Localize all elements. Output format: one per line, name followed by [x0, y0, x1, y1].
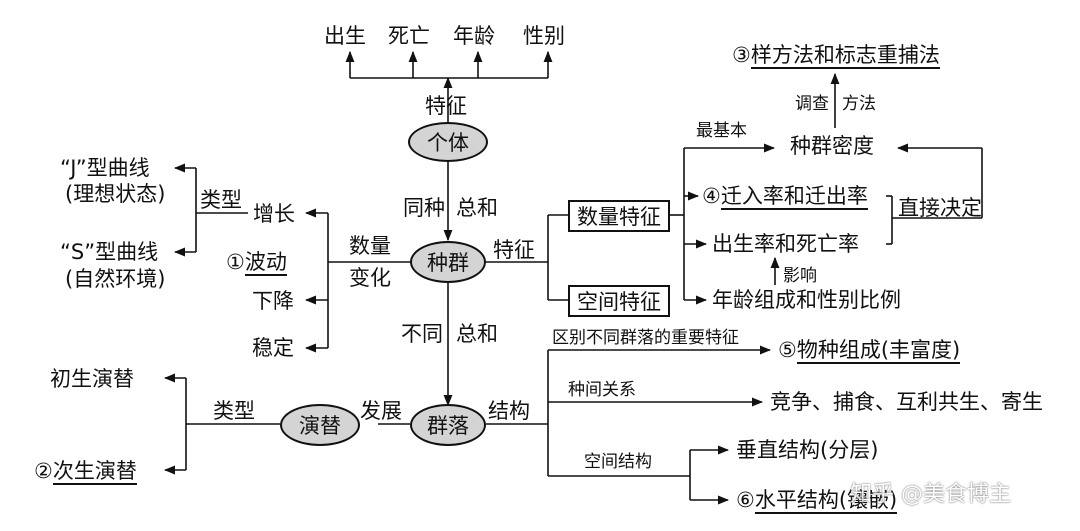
- label-feature-top: 特征: [425, 94, 467, 118]
- label-growth-type: 类型: [200, 188, 242, 212]
- box-quantity-feature: 数量特征: [568, 200, 670, 232]
- s-curve-note: (自然环境): [65, 267, 166, 291]
- label-structure: 结构: [488, 399, 530, 423]
- label-quantity: 数量: [349, 234, 391, 258]
- species-composition: ⑤物种组成(丰富度): [778, 338, 961, 364]
- label-population-feature: 特征: [493, 238, 535, 262]
- node-population: 种群: [410, 241, 486, 283]
- birth-death-rate: 出生率和死亡率: [712, 232, 859, 256]
- node-community: 群落: [410, 404, 486, 446]
- label-succession-type: 类型: [213, 399, 255, 423]
- growth-increase: 增长: [253, 202, 295, 226]
- label-survey: 调查: [795, 94, 829, 114]
- label-influence: 影响: [783, 266, 817, 286]
- methods-number: ③: [732, 43, 751, 67]
- fluctuation-answer: 波动: [244, 250, 287, 276]
- label-direct-decide: 直接决定: [898, 196, 982, 220]
- label-most-basic: 最基本: [696, 121, 747, 141]
- label-different-species: 不同: [401, 322, 443, 346]
- migration-answer: 迁入率和迁出率: [720, 184, 868, 210]
- horizontal-structure: ⑥水平结构(镶嵌): [736, 488, 898, 514]
- fluctuation-number: ①: [226, 250, 245, 274]
- growth-stable: 稳定: [252, 336, 294, 360]
- feature-death: 死亡: [388, 24, 430, 48]
- vertical-structure: 垂直结构(分层): [736, 438, 879, 462]
- label-sum-lower: 总和: [456, 322, 498, 346]
- survey-methods: ③样方法和标志重捕法: [732, 43, 940, 69]
- label-change: 变化: [349, 266, 391, 290]
- label-spatial-structure: 空间结构: [584, 452, 652, 472]
- population-density: 种群密度: [790, 134, 874, 158]
- feature-birth: 出生: [324, 24, 366, 48]
- secondary-answer: 次生演替: [52, 459, 137, 485]
- migration-rate: ④迁入率和迁出率: [702, 184, 868, 210]
- species-number: ⑤: [778, 338, 797, 362]
- node-individual: 个体: [408, 122, 488, 162]
- watermark: 知乎 @美食博主: [850, 482, 1011, 507]
- secondary-succession: ②次生演替: [34, 459, 137, 485]
- label-sum-upper: 总和: [456, 196, 498, 220]
- species-answer: 物种组成(丰富度): [796, 338, 961, 364]
- node-succession: 演替: [280, 404, 360, 446]
- migration-number: ④: [702, 184, 721, 208]
- label-development: 发展: [360, 399, 402, 423]
- secondary-number: ②: [34, 459, 53, 483]
- growth-decrease: 下降: [252, 289, 294, 313]
- growth-fluctuation: ①波动: [226, 250, 287, 276]
- methods-answer: 样方法和标志重捕法: [750, 43, 940, 69]
- label-method: 方法: [842, 94, 876, 114]
- box-spatial-feature: 空间特征: [568, 285, 670, 317]
- label-same-species: 同种: [403, 196, 445, 220]
- feature-sex: 性别: [523, 24, 565, 48]
- horizontal-number: ⑥: [736, 488, 755, 512]
- s-curve: “S”型曲线: [60, 240, 159, 264]
- primary-succession: 初生演替: [50, 367, 134, 391]
- label-interspecific: 种间关系: [568, 380, 636, 400]
- horizontal-answer: 水平结构(镶嵌): [754, 488, 898, 514]
- label-distinguish: 区别不同群落的重要特征: [552, 328, 739, 348]
- feature-age: 年龄: [453, 24, 495, 48]
- age-sex-ratio: 年龄组成和性别比例: [712, 288, 901, 312]
- j-curve-note: (理想状态): [65, 182, 166, 206]
- interspecific-relations: 竞争、捕食、互利共生、寄生: [770, 390, 1043, 414]
- j-curve: “J”型曲线: [60, 156, 150, 180]
